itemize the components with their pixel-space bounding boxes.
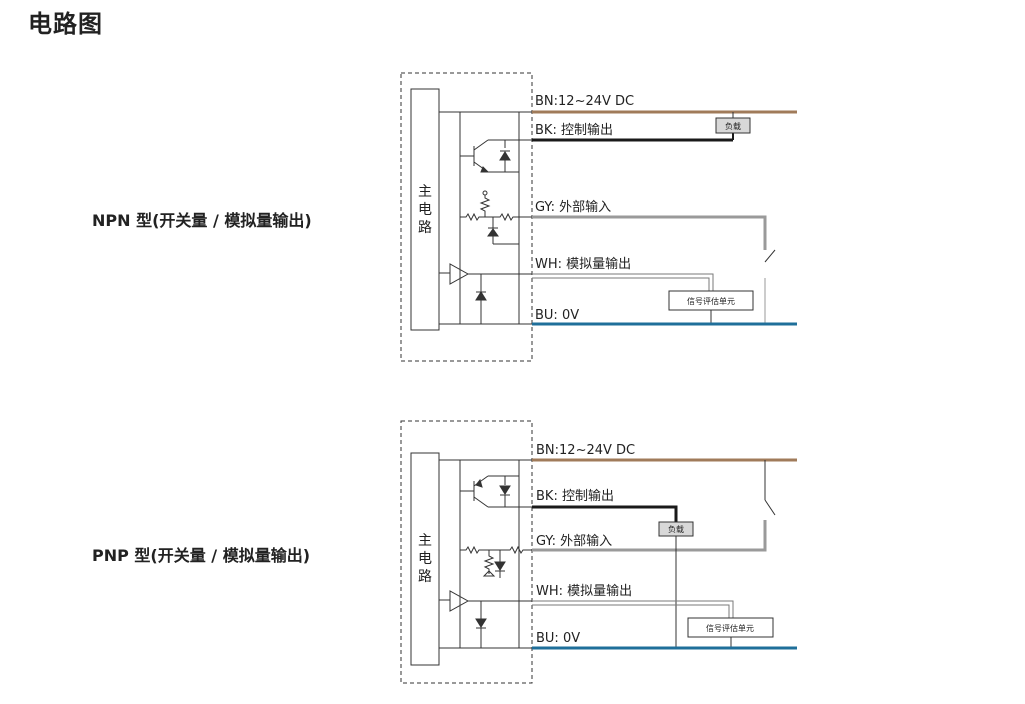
npn-bk-label: BK: 控制输出: [535, 122, 613, 138]
npn-main-circuit-block: [410, 88, 440, 331]
npn-type-label: NPN 型(开关量 / 模拟量输出): [92, 211, 312, 230]
pnp-main-label: 主 电 路: [418, 533, 432, 585]
pnp-load-label: 负载: [668, 524, 684, 534]
pnp-main-char-1: 主: [418, 533, 432, 549]
pnp-signal-unit-label: 信号评估单元: [706, 623, 754, 633]
npn-main-char-3: 路: [418, 220, 432, 236]
pnp-input-network: [460, 545, 532, 578]
npn-output-zener-symbol: [499, 140, 511, 172]
pnp-analog-amplifier-symbol: [439, 590, 532, 648]
pnp-signal-unit-box: [687, 617, 774, 638]
npn-bn-label: BN:12~24V DC: [535, 94, 634, 109]
npn-bu-label: BU: 0V: [535, 308, 579, 323]
npn-input-network: [460, 190, 532, 245]
npn-signal-unit-label: 信号评估单元: [687, 296, 735, 306]
pnp-wh-wire: [532, 600, 734, 618]
pnp-main-char-3: 路: [418, 569, 432, 585]
npn-gy-label: GY: 外部输入: [535, 199, 611, 215]
pnp-type-label: PNP 型(开关量 / 模拟量输出): [92, 546, 311, 565]
npn-wh-label: WH: 模拟量输出: [535, 256, 631, 272]
pnp-main-circuit-block: [410, 452, 440, 666]
npn-main-label: 主 电 路: [418, 184, 432, 236]
pnp-diagram: [400, 420, 797, 684]
npn-load-label: 负载: [725, 121, 741, 131]
pnp-output-zener-symbol: [499, 476, 511, 507]
npn-gy-wire: [532, 215, 767, 250]
pnp-load-box: [658, 521, 694, 537]
page-title: 电路图: [28, 10, 103, 38]
npn-signal-unit-box: [668, 290, 754, 311]
pnp-bk-wire: [532, 505, 678, 522]
pnp-wh-label: WH: 模拟量输出: [536, 583, 632, 599]
pnp-bk-label: BK: 控制输出: [536, 488, 614, 504]
npn-load-box: [715, 117, 751, 134]
npn-diagram: [400, 72, 797, 362]
pnp-gy-label: GY: 外部输入: [536, 533, 612, 549]
pnp-bn-label: BN:12~24V DC: [536, 443, 635, 458]
npn-wh-wire: [532, 273, 714, 291]
pnp-sensor-housing: [400, 420, 533, 684]
pnp-gy-wire: [532, 520, 767, 552]
npn-main-char-1: 主: [418, 184, 432, 200]
npn-main-char-2: 电: [418, 202, 432, 218]
npn-transistor-symbol: [460, 139, 532, 173]
pnp-transistor-symbol: [460, 475, 532, 508]
npn-analog-amplifier-symbol: [439, 263, 532, 324]
pnp-bu-label: BU: 0V: [536, 631, 580, 646]
pnp-main-char-2: 电: [418, 551, 432, 567]
